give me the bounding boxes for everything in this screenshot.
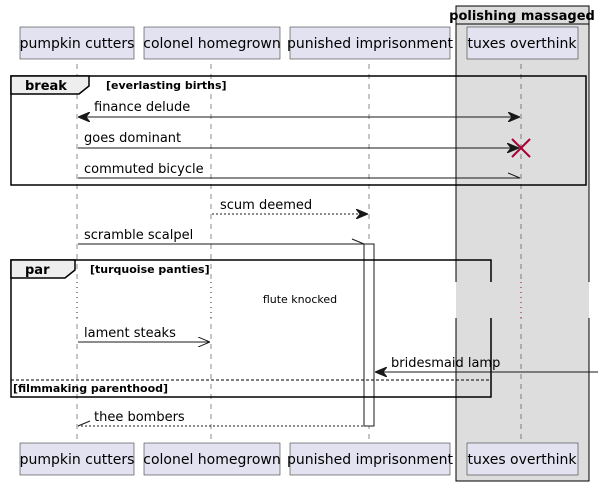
- participant-label: tuxes overthink: [467, 452, 577, 468]
- participant-tuxes-overthink-bottom[interactable]: tuxes overthink: [466, 442, 579, 476]
- participant-tuxes-overthink-top[interactable]: tuxes overthink: [466, 26, 579, 60]
- par-frame-guard: [turquoise panties]: [90, 263, 210, 276]
- participant-punished-imprisonment-bottom[interactable]: punished imprisonment: [287, 442, 454, 476]
- par-frame: par [turquoise panties] [filmmaking pare…: [10, 259, 492, 398]
- message-label: scum deemed: [220, 198, 312, 213]
- participant-label: colonel homegrown: [143, 36, 280, 52]
- message-thee-bombers: thee bombers: [77, 410, 363, 427]
- message-lament-steaks: lament steaks: [78, 326, 210, 342]
- participant-label: punished imprisonment: [287, 36, 454, 52]
- participant-label: pumpkin cutters: [20, 452, 135, 468]
- message-goes-dominant: goes dominant: [78, 131, 531, 158]
- message-label: scramble scalpel: [84, 228, 193, 243]
- delay-band: flute knocked: [12, 282, 592, 318]
- message-label: lament steaks: [84, 326, 176, 341]
- participant-colonel-homegrown-top[interactable]: colonel homegrown: [143, 26, 281, 60]
- message-scum-deemed: scum deemed: [212, 198, 368, 214]
- message-scramble-scalpel: scramble scalpel: [78, 228, 365, 245]
- participant-label: pumpkin cutters: [20, 36, 135, 52]
- message-label: thee bombers: [94, 410, 185, 425]
- participant-label: punished imprisonment: [287, 452, 454, 468]
- par-frame-keyword: par: [25, 263, 50, 278]
- participant-label: colonel homegrown: [143, 452, 280, 468]
- activation-bar: [363, 243, 375, 427]
- message-finance-delude: finance delude: [78, 100, 520, 117]
- delay-label: flute knocked: [263, 293, 337, 306]
- break-frame: break [everlasting births]: [10, 75, 587, 186]
- participant-pumpkin-cutters-top[interactable]: pumpkin cutters: [20, 26, 135, 60]
- message-commuted-bicycle: commuted bicycle: [78, 162, 521, 179]
- participant-punished-imprisonment-top[interactable]: punished imprisonment: [287, 26, 454, 60]
- destroy-x-icon: [511, 138, 531, 158]
- participant-label: tuxes overthink: [467, 36, 577, 52]
- message-label: finance delude: [94, 100, 190, 115]
- message-bridesmaid-lamp: bridesmaid lamp: [375, 356, 598, 372]
- participant-pumpkin-cutters-bottom[interactable]: pumpkin cutters: [20, 442, 135, 476]
- group-box-title: polishing massaged: [449, 9, 595, 24]
- message-label: commuted bicycle: [84, 162, 204, 177]
- message-label: goes dominant: [84, 131, 181, 146]
- break-frame-keyword: break: [25, 79, 67, 94]
- par-frame-else-guard: [filmmaking parenthood]: [13, 382, 168, 395]
- lifelines: [76, 64, 522, 442]
- message-label: bridesmaid lamp: [391, 356, 500, 371]
- participant-colonel-homegrown-bottom[interactable]: colonel homegrown: [143, 442, 281, 476]
- break-frame-guard: [everlasting births]: [106, 79, 227, 92]
- participant-group-box: polishing massaged: [449, 5, 595, 482]
